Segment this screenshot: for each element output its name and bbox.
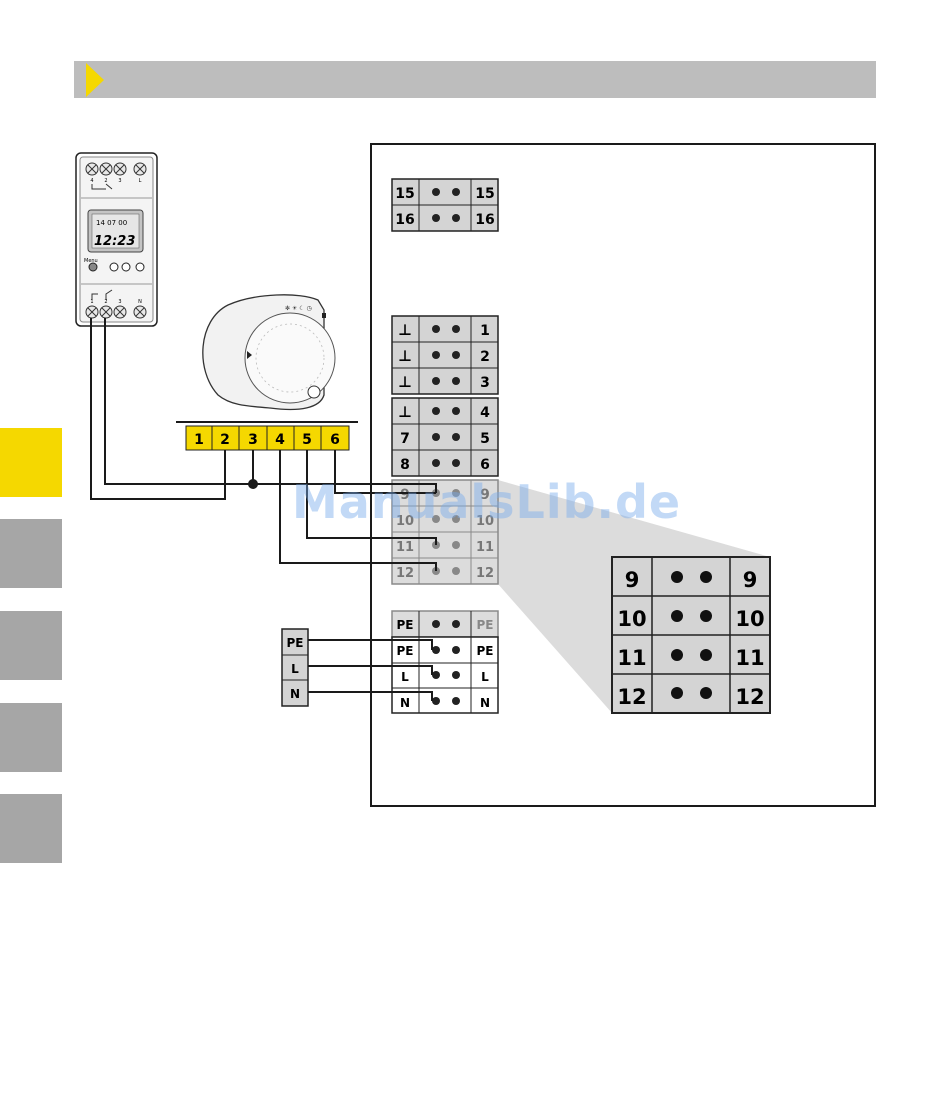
block2-ground-3: ⊥ (398, 373, 412, 391)
block4-left-l: L (401, 670, 409, 684)
block3-terminal-7: 7 (400, 431, 410, 447)
block2-terminal-2: 2 (480, 349, 490, 365)
block3-left-11: 11 (396, 540, 414, 555)
timer-switch-device: 4 2 3 L 14 07 00 12:23 Menu 1 2 3 N (76, 153, 157, 326)
block2-ground-1: ⊥ (398, 321, 412, 339)
timer-top-label-1: 4 (90, 178, 93, 184)
thermostat-dial[interactable] (245, 313, 335, 403)
terminal-block-1-3: ⊥ 1 ⊥ 2 ⊥ 3 (392, 316, 498, 394)
timer-top-label-4: L (139, 178, 142, 184)
zoom-right-11: 11 (735, 646, 764, 670)
room-thermostat: ✻ ☀ ☾ ◷ (203, 295, 335, 410)
room-terminal-5: 5 (302, 432, 312, 448)
block4-right-l: L (481, 670, 489, 684)
block3-terminal-6: 6 (480, 457, 490, 473)
room-terminal-1: 1 (194, 432, 204, 448)
timer-button-3[interactable] (122, 263, 130, 271)
zoomed-terminal-block-9-12: 9 9 10 10 11 11 12 12 (612, 557, 770, 713)
zoom-left-12: 12 (617, 685, 646, 709)
block3-terminal-4: 4 (480, 405, 490, 421)
zoom-left-10: 10 (617, 607, 646, 631)
room-terminal-3: 3 (248, 432, 258, 448)
timer-bottom-label-3: 3 (118, 299, 121, 305)
room-terminal-4: 4 (275, 432, 285, 448)
block2-terminal-3: 3 (480, 375, 490, 391)
block1-left-15: 15 (395, 186, 414, 202)
timer-bottom-label-1: 1 (90, 299, 93, 305)
supply-l: L (291, 662, 299, 676)
block3-terminal-5: 5 (480, 431, 490, 447)
zoom-right-9: 9 (743, 568, 758, 592)
supply-pe: PE (287, 636, 304, 650)
block3-right-12: 12 (476, 566, 494, 581)
block4-left-pe-2: PE (397, 644, 414, 658)
block2-terminal-1: 1 (480, 323, 490, 339)
block4-left-n: N (400, 696, 410, 710)
timer-bottom-screws (86, 306, 146, 318)
block3-right-11: 11 (476, 540, 494, 555)
block4-left-pe-1: PE (397, 618, 414, 632)
zoom-left-11: 11 (617, 646, 646, 670)
zoom-left-9: 9 (625, 568, 640, 592)
block3-ground-4: ⊥ (398, 403, 412, 421)
supply-terminals: PE L N (282, 629, 308, 706)
block4-right-pe-1: PE (477, 618, 494, 632)
supply-n: N (290, 687, 300, 701)
room-terminal-6: 6 (330, 432, 340, 448)
zoom-right-12: 12 (735, 685, 764, 709)
room-terminal-strip: 1 2 3 4 5 6 (186, 426, 349, 450)
block3-terminal-8: 8 (400, 457, 410, 473)
timer-top-label-2: 2 (104, 178, 107, 184)
timer-bottom-label-2: 2 (104, 299, 107, 305)
timer-top-label-3: 3 (118, 178, 121, 184)
timer-ok-button[interactable] (136, 263, 144, 271)
block2-ground-2: ⊥ (398, 347, 412, 365)
terminal-block-15-16: 15 15 16 16 (392, 179, 498, 231)
thermostat-mode-icons: ✻ ☀ ☾ ◷ (285, 305, 312, 312)
timer-menu-button[interactable] (89, 263, 97, 271)
room-terminal-2: 2 (220, 432, 230, 448)
timer-bottom-label-4: N (138, 299, 142, 305)
timer-time: 12:23 (94, 234, 135, 249)
wire-junction-dot (248, 479, 258, 489)
block3-left-12: 12 (396, 566, 414, 581)
block1-right-16: 16 (475, 212, 494, 228)
block4-right-n: N (480, 696, 490, 710)
watermark-text: ManualsLib.de (292, 475, 681, 529)
timer-digits: 14 07 00 (96, 219, 127, 227)
block4-right-pe-2: PE (477, 644, 494, 658)
terminal-block-mains: PE PE PE PE L L N N (392, 611, 498, 713)
zoom-right-10: 10 (735, 607, 764, 631)
timer-top-screws (86, 163, 146, 175)
thermostat-button[interactable] (308, 386, 320, 398)
block1-right-15: 15 (475, 186, 494, 202)
block1-left-16: 16 (395, 212, 414, 228)
timer-button-2[interactable] (110, 263, 118, 271)
